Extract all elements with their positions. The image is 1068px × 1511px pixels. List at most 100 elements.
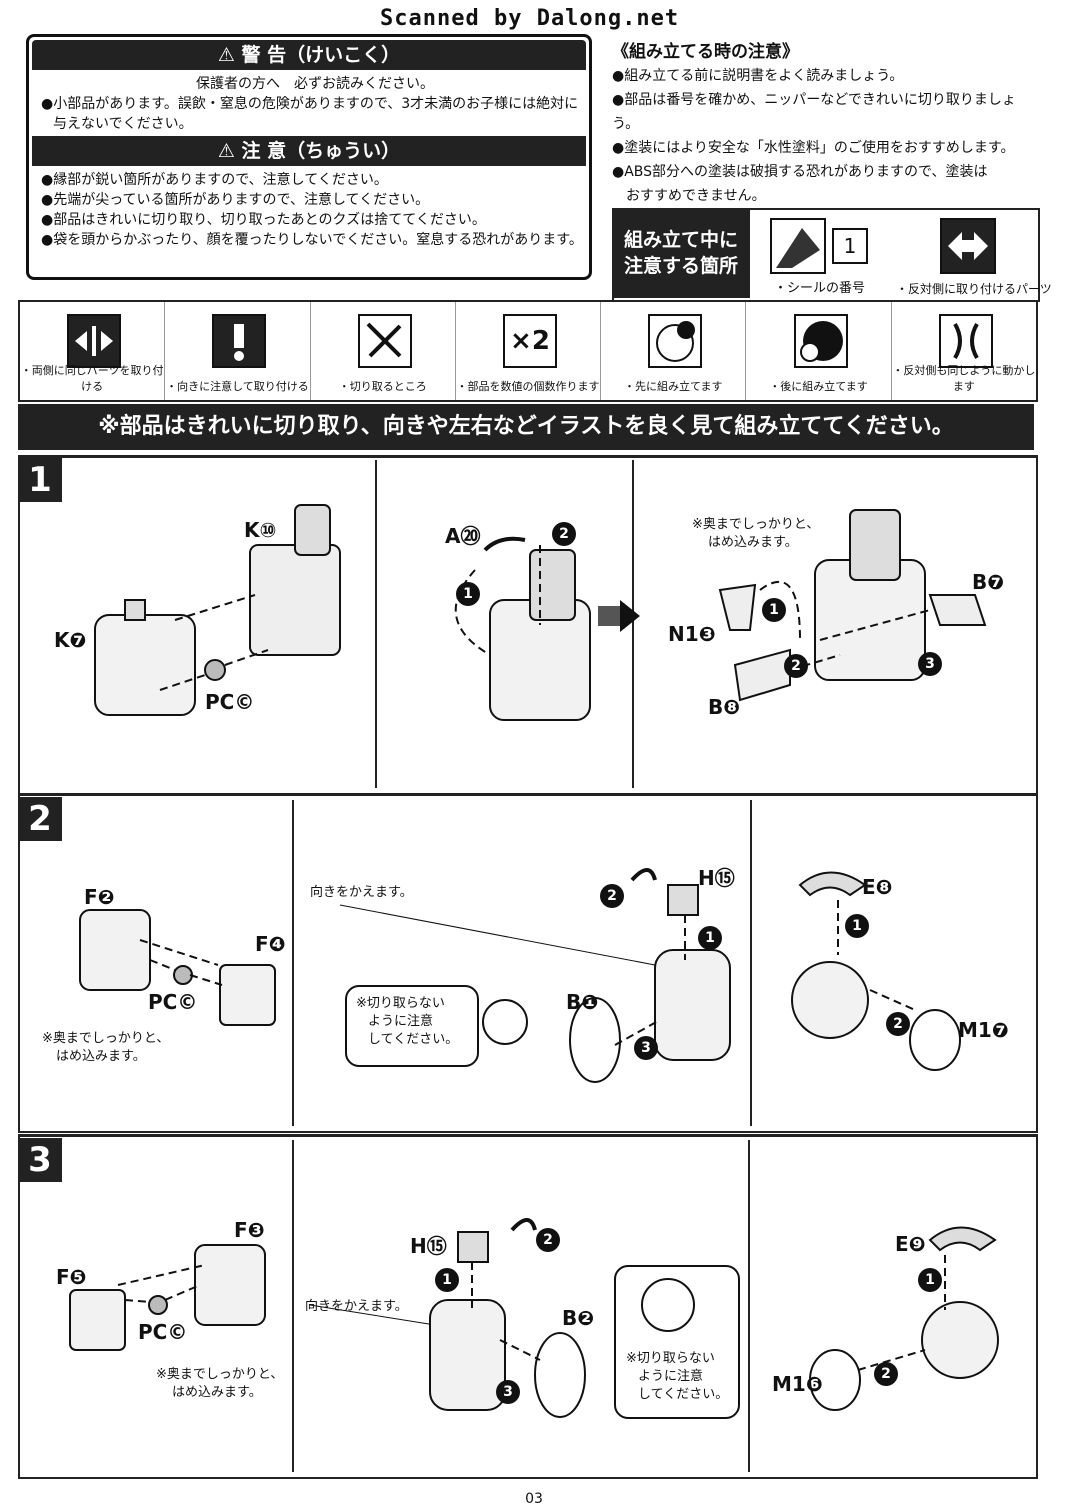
step-3-panel [18,1134,1038,1479]
direction-icon [212,314,267,368]
both-sides-icon [67,314,122,368]
step-2-nocut-line-3: してください。 [368,1032,459,1047]
part-f2-label: F❷ [84,885,115,909]
step-1-counter-2b: 2 [784,654,808,678]
caution-title: ⚠ 注 意（ちゅうい） [32,136,586,166]
part-a20-label: A⑳ [445,524,481,548]
assembly-note-4: ●ABS部分への塗装は破損する恐れがありますので、塗装は [612,164,988,180]
step-2-note-line-1: ※奥までしっかりと、 [42,1031,170,1046]
legend-label: ・反対側も同じように動かします [892,364,1036,393]
step-1-counter-1b: 1 [762,598,786,622]
caution-label-line2: 注意する箇所 [623,255,738,277]
part-k10-label: K⑩ [244,518,277,542]
assembly-note-1: ●組み立てる前に説明書をよく読みましょう。 [612,68,904,84]
caution-line-2: ●先端が尖っている箇所がありますので、注意してください。 [41,192,430,208]
legend-label: ・先に組み立てます [624,380,723,393]
part-f5-label: F❺ [56,1265,87,1289]
step-3-counter-1b: 1 [918,1268,942,1292]
assembly-notes: 《組み立てる時の注意》 ●組み立てる前に説明書をよく読みましょう。 ●部品は番号… [612,40,1042,208]
step-3-divider-2 [748,1140,750,1472]
warning-subtitle: 保護者の方へ 必ずお読みください。 [196,76,434,92]
part-b8-label: B❽ [708,695,741,719]
part-pcc-label: PC© [138,1320,188,1344]
step-1-counter-2: 2 [552,522,576,546]
caution-points-label: 組み立て中に注意する箇所 [612,208,750,298]
part-h15-label: H⑮ [698,866,735,890]
step-2-divider-2 [750,800,752,1126]
page-number: 03 [525,1491,543,1507]
legend-label: ・切り取るところ [338,380,427,393]
sticker-icon [770,218,826,274]
sticker-number-box: 1 [832,228,868,264]
warning-line-2: 与えないでください。 [53,116,193,132]
part-b2-label: B❷ [562,1306,595,1330]
step-1-note-line-2: はめ込みます。 [708,535,798,550]
assemble-later-icon [793,314,848,368]
caution-line-3: ●部品はきれいに切り取り、切り取ったあとのクズは捨ててください。 [41,212,486,228]
step-2-divider-1 [292,800,294,1126]
step-2-number: 2 [18,797,62,841]
step-3-counter-2: 2 [536,1228,560,1252]
step-2-counter-1: 1 [698,926,722,950]
part-m16-label: M1❻ [772,1372,823,1396]
step-2-note-line-2: はめ込みます。 [56,1049,146,1064]
legend-nipper: ・切り取るところ [311,302,456,400]
step-2-counter-3: 3 [634,1036,658,1060]
part-pcc-label: PC© [205,690,255,714]
assemble-first-icon [648,314,703,368]
legend-label: ・向きに注意して取り付ける [166,380,309,393]
step-2-turn-label: 向きをかえます。 [310,885,413,900]
part-n13-label: N1❸ [668,622,716,646]
step-2-nocut-box [345,985,479,1067]
step-1-counter-1: 1 [456,582,480,606]
step-3-turn-label: 向きをかえます。 [305,1299,408,1314]
assembly-note-2: ●部品は番号を確かめ、ニッパーなどできれいに切り取りましょう。 [612,92,1016,132]
part-f3-label: F❸ [234,1218,265,1242]
step-3-counter-2b: 2 [874,1362,898,1386]
legend-multiply: ×2 ・部品を数値の個数作ります [456,302,602,400]
step-2-nocut-line-2: ように注意 [368,1014,434,1029]
part-b7-label: B❼ [972,570,1005,594]
step-3-note-line-2: はめ込みます。 [172,1385,262,1400]
nipper-icon [357,314,412,368]
caution-line-1: ●縁部が鋭い箇所がありますので、注意してください。 [41,172,388,188]
step-1-divider-2 [632,460,634,788]
step-2-nocut-line-1: ※切り取らない [356,996,445,1011]
part-b1-label: B❶ [566,990,599,1014]
step-2-counter-2: 2 [600,884,624,908]
legend-direction: ・向きに注意して取り付ける [165,302,311,400]
warning-box: ⚠ 警 告（けいこく） 保護者の方へ 必ずお読みください。 ●小部品があります。… [26,34,592,280]
legend-label: ・部品を数値の個数作ります [456,380,600,393]
warning-title: ⚠ 警 告（けいこく） [32,40,586,70]
legend-label: ・後に組み立てます [769,380,868,393]
instruction-banner: ※部品はきれいに切り取り、向きや左右などイラストを良く見て組み立ててください。 [18,404,1034,450]
step-1-counter-3: 3 [918,652,942,676]
step-3-divider-1 [292,1140,294,1472]
part-e8-label: E❽ [862,875,893,899]
assembly-note-3: ●塗装にはより安全な「水性塗料」のご使用をおすすめします。 [612,140,1015,156]
part-f4-label: F❹ [255,932,286,956]
legend-label: ・両側に同じパーツを取り付ける [20,364,164,393]
step-2-counter-1b: 1 [845,914,869,938]
part-pcc-label: PC© [148,990,198,1014]
move-opposite-icon [938,314,993,368]
part-e9-label: E❾ [895,1232,926,1256]
step-3-nocut-line-2: ように注意 [638,1369,704,1384]
step-3-counter-1: 1 [435,1268,459,1292]
icon-legend: ・両側に同じパーツを取り付ける ・向きに注意して取り付ける ・切り取るところ ×… [18,300,1038,402]
step-1-note-line-1: ※奥までしっかりと、 [692,517,820,532]
step-2-panel [18,793,1038,1133]
step-3-nocut-line-1: ※切り取らない [626,1351,715,1366]
step-3-note-line-1: ※奥までしっかりと、 [156,1367,284,1382]
step-2-counter-2b: 2 [886,1012,910,1036]
step-3-nocut-line-3: してください。 [638,1387,729,1402]
step-3-number: 3 [18,1138,62,1182]
opposite-side-label: ・反対側に取り付けるパーツ [896,282,1052,296]
legend-both-sides: ・両側に同じパーツを取り付ける [20,302,166,400]
warning-line-1: ●小部品があります。誤飲・窒息の危険がありますので、3才未満のお子様には絶対に [41,96,579,112]
